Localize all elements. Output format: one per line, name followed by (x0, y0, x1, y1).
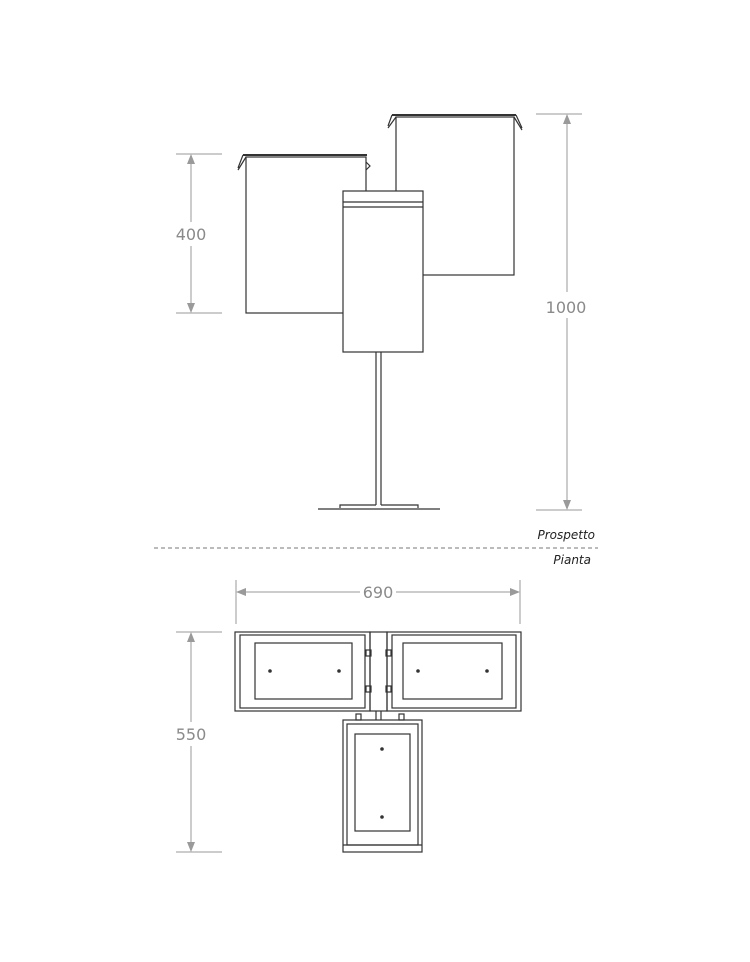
dimension-1000: 1000 (536, 113, 587, 511)
right-bag-plan (386, 631, 522, 712)
dimension-550-label: 550 (176, 725, 207, 744)
left-bag-plan (234, 631, 371, 712)
plan-view: 690 550 (176, 580, 522, 853)
front-bag-elevation (342, 190, 424, 353)
stand-pole (318, 352, 440, 510)
dimension-690-label: 690 (363, 583, 394, 602)
dimension-550: 550 (176, 631, 222, 853)
plan-connector (355, 631, 405, 721)
label-pianta: Pianta (553, 553, 591, 567)
dimension-400: 400 (176, 153, 222, 314)
dimension-690: 690 (235, 580, 521, 624)
view-separator: Prospetto Pianta (154, 528, 598, 567)
dimension-400-label: 400 (176, 225, 207, 244)
label-prospetto: Prospetto (537, 528, 595, 542)
front-bag-plan (342, 719, 423, 853)
elevation-view: 400 1000 (176, 113, 587, 511)
dimension-1000-label: 1000 (546, 298, 587, 317)
